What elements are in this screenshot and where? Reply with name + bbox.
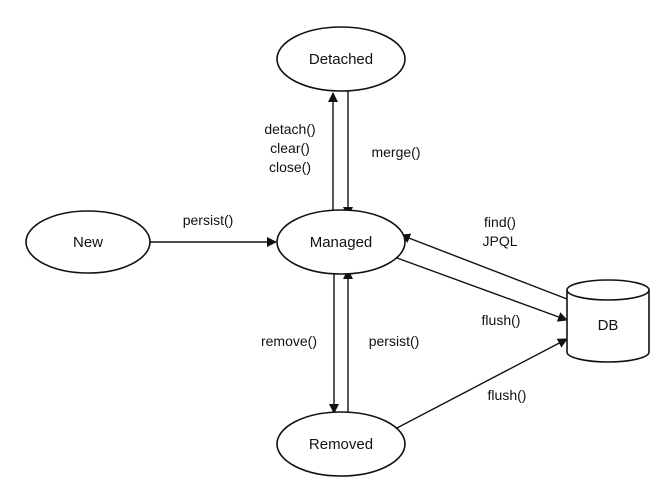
edge-removed-to-db bbox=[394, 338, 568, 430]
label-merge: merge() bbox=[371, 144, 420, 160]
node-new-label: New bbox=[73, 234, 103, 251]
label-clear: clear() bbox=[270, 140, 310, 156]
node-removed-label: Removed bbox=[309, 436, 373, 453]
label-flush-managed: flush() bbox=[482, 312, 521, 328]
label-remove: remove() bbox=[261, 333, 317, 349]
node-managed-label: Managed bbox=[310, 234, 373, 251]
edge-db-to-managed bbox=[400, 233, 568, 300]
label-persist-removed: persist() bbox=[369, 333, 420, 349]
node-removed: Removed bbox=[276, 411, 406, 477]
label-flush-removed: flush() bbox=[488, 387, 527, 403]
label-persist-new: persist() bbox=[183, 212, 234, 228]
label-close: close() bbox=[269, 159, 311, 175]
db-cylinder-body bbox=[566, 290, 650, 363]
node-detached-label: Detached bbox=[309, 51, 373, 68]
node-db: DB bbox=[566, 279, 650, 363]
label-find: find() bbox=[484, 214, 516, 230]
node-detached: Detached bbox=[276, 26, 406, 92]
node-db-label: DB bbox=[598, 317, 619, 334]
label-jpql: JPQL bbox=[482, 233, 517, 249]
edge-managed-to-db bbox=[396, 257, 568, 322]
node-managed: Managed bbox=[276, 209, 406, 275]
node-new: New bbox=[25, 210, 151, 274]
label-detach: detach() bbox=[264, 121, 315, 137]
db-cylinder-top bbox=[566, 279, 650, 301]
